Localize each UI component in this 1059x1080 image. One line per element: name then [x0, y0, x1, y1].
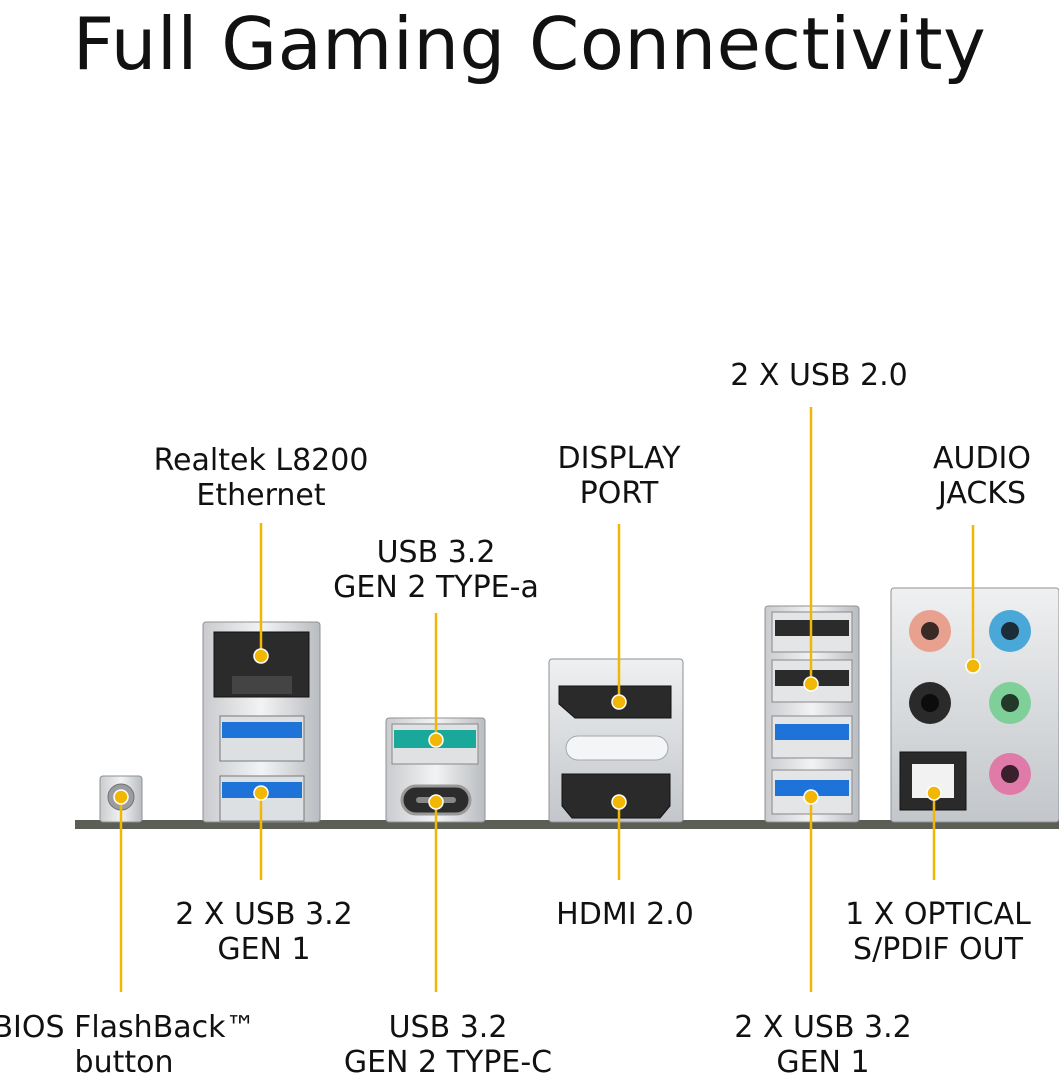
ethernet-usb-stack — [202, 621, 321, 823]
usb3-tower-port-2 — [775, 780, 849, 796]
usb3-tower-port-1 — [775, 724, 849, 740]
page-title: Full Gaming Connectivity — [72, 2, 987, 86]
label-hdmi: HDMI 2.0 — [556, 897, 694, 932]
label-usb20: 2 X USB 2.0 — [730, 358, 908, 393]
usb-tower — [764, 605, 860, 823]
audio-block — [890, 587, 1059, 823]
usb3-port-top — [222, 722, 302, 738]
pcb-edge — [75, 820, 1059, 829]
